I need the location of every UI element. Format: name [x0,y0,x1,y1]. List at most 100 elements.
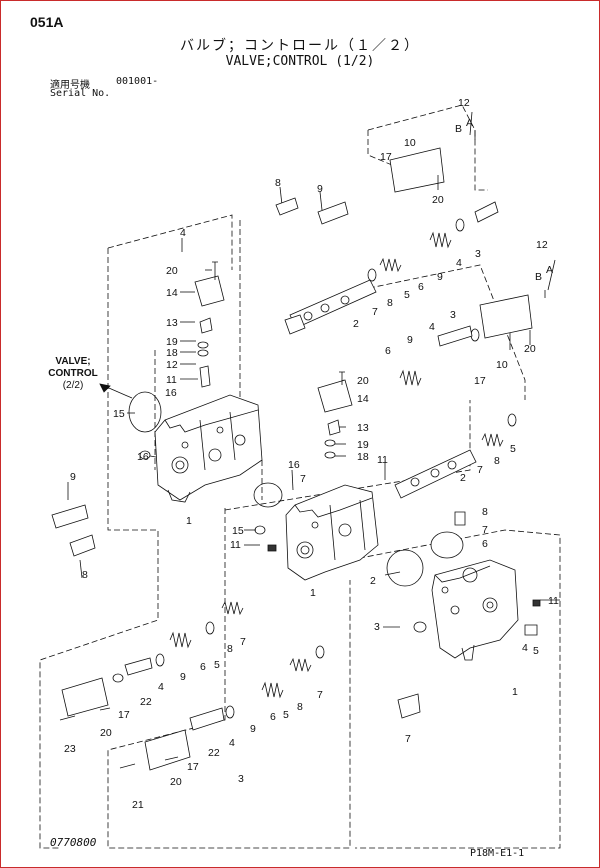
callout-B2: B [535,271,542,283]
callout-6b: 6 [385,345,391,357]
title-japanese: バルブ；コントロール（１／２） [180,38,420,54]
callout-17: 17 [380,151,392,163]
callout-5b: 5 [510,443,516,455]
callout-4c: 4 [429,321,435,333]
callout-3d: 3 [238,773,244,785]
callout-18: 18 [166,347,178,359]
callout-22b: 22 [208,747,220,759]
callout-2b: 2 [460,472,466,484]
callout-1c: 1 [512,686,518,698]
callout-19b: 19 [357,439,369,451]
callout-20b: 20 [432,194,444,206]
callout-5e: 5 [283,709,289,721]
callout-7c: 7 [300,473,306,485]
reference-arrow [99,383,111,393]
callout-4b: 4 [456,257,462,269]
callout-11c: 11 [230,539,241,551]
callout-7: 7 [372,306,378,318]
callout-2: 2 [353,318,359,330]
callout-7e: 7 [405,733,411,745]
callout-1: 1 [186,515,192,527]
callout-17c: 17 [118,709,130,721]
callout-9e: 9 [180,671,186,683]
callout-20f: 20 [170,776,182,788]
serial-label-english: Serial No. [50,88,111,99]
callout-7d: 7 [482,524,488,536]
reference-line-1: VALVE; [55,356,91,367]
callout-9b: 9 [70,471,76,483]
callout-A: A [466,117,473,129]
callout-3c: 3 [374,621,380,633]
callout-3b: 3 [450,309,456,321]
callout-2c: 2 [370,575,376,587]
callout-6e: 6 [270,711,276,723]
callout-8f: 8 [227,643,233,655]
callout-16: 16 [165,387,177,399]
callout-17b: 17 [474,375,486,387]
callout-19: 19 [166,336,178,348]
callouts: 4 8 9 20 14 13 19 18 12 11 16 15 16 1 9 … [64,97,559,811]
callout-1b: 1 [310,587,316,599]
callout-13b: 13 [357,422,369,434]
callout-20c: 20 [524,343,536,355]
callout-5c: 5 [533,645,539,657]
callout-9c: 9 [437,271,443,283]
diagram-code: 051A [30,14,64,30]
callout-8g: 8 [297,701,303,713]
callout-12b: 12 [458,97,470,109]
callout-3: 3 [475,248,481,260]
callout-6c: 6 [482,538,488,550]
callout-7g: 7 [317,689,323,701]
callout-9f: 9 [250,723,256,735]
callout-11: 11 [166,374,177,386]
drawing-number: 0770800 [50,836,97,849]
callout-8b: 8 [82,569,88,581]
callout-5: 5 [404,289,410,301]
callout-23: 23 [64,743,76,755]
callout-16c: 16 [288,459,300,471]
callout-17d: 17 [187,761,199,773]
springs [169,231,504,699]
callout-10b: 10 [496,359,508,371]
title-english: VALVE;CONTROL (1/2) [225,54,375,69]
callout-18b: 18 [357,451,369,463]
page-reference: P18M-E1-1 [470,848,525,859]
serial-value: 001001- [116,76,159,87]
callout-8d: 8 [494,455,500,467]
callout-21: 21 [132,799,144,811]
callout-4e: 4 [158,681,164,693]
callout-7f: 7 [240,636,246,648]
callout-20e: 20 [100,727,112,739]
callout-9: 9 [317,183,323,195]
callout-22: 22 [140,696,152,708]
callout-12: 12 [166,359,178,371]
assembly-boundaries [39,104,561,849]
callout-20: 20 [166,265,178,277]
callout-7b: 7 [477,464,483,476]
callout-14: 14 [166,287,178,299]
callout-4f: 4 [229,737,235,749]
reference-valve-control[interactable]: VALVE; CONTROL (2/2) [38,356,108,392]
callout-20d: 20 [357,375,369,387]
callout-11b: 11 [377,454,388,466]
reference-line-3: (2/2) [62,380,84,391]
callout-8: 8 [275,177,281,189]
callout-6: 6 [418,281,424,293]
spool-tube [284,314,306,335]
callout-4: 4 [180,227,186,239]
callout-B: B [455,123,462,135]
valve-block-left [154,394,263,503]
serial-label-japanese: 適用号機 [50,80,90,91]
callout-11d: 11 [548,595,559,607]
callout-6d: 6 [200,661,206,673]
callout-15: 15 [113,408,125,420]
valve-block-center [285,484,379,581]
callout-16b: 16 [137,451,149,463]
callout-8c: 8 [387,297,393,309]
callout-5d: 5 [214,659,220,671]
callout-13: 13 [166,317,178,329]
callout-15b: 15 [232,525,244,537]
spool-middle [394,449,477,499]
spool-upper [289,279,377,329]
